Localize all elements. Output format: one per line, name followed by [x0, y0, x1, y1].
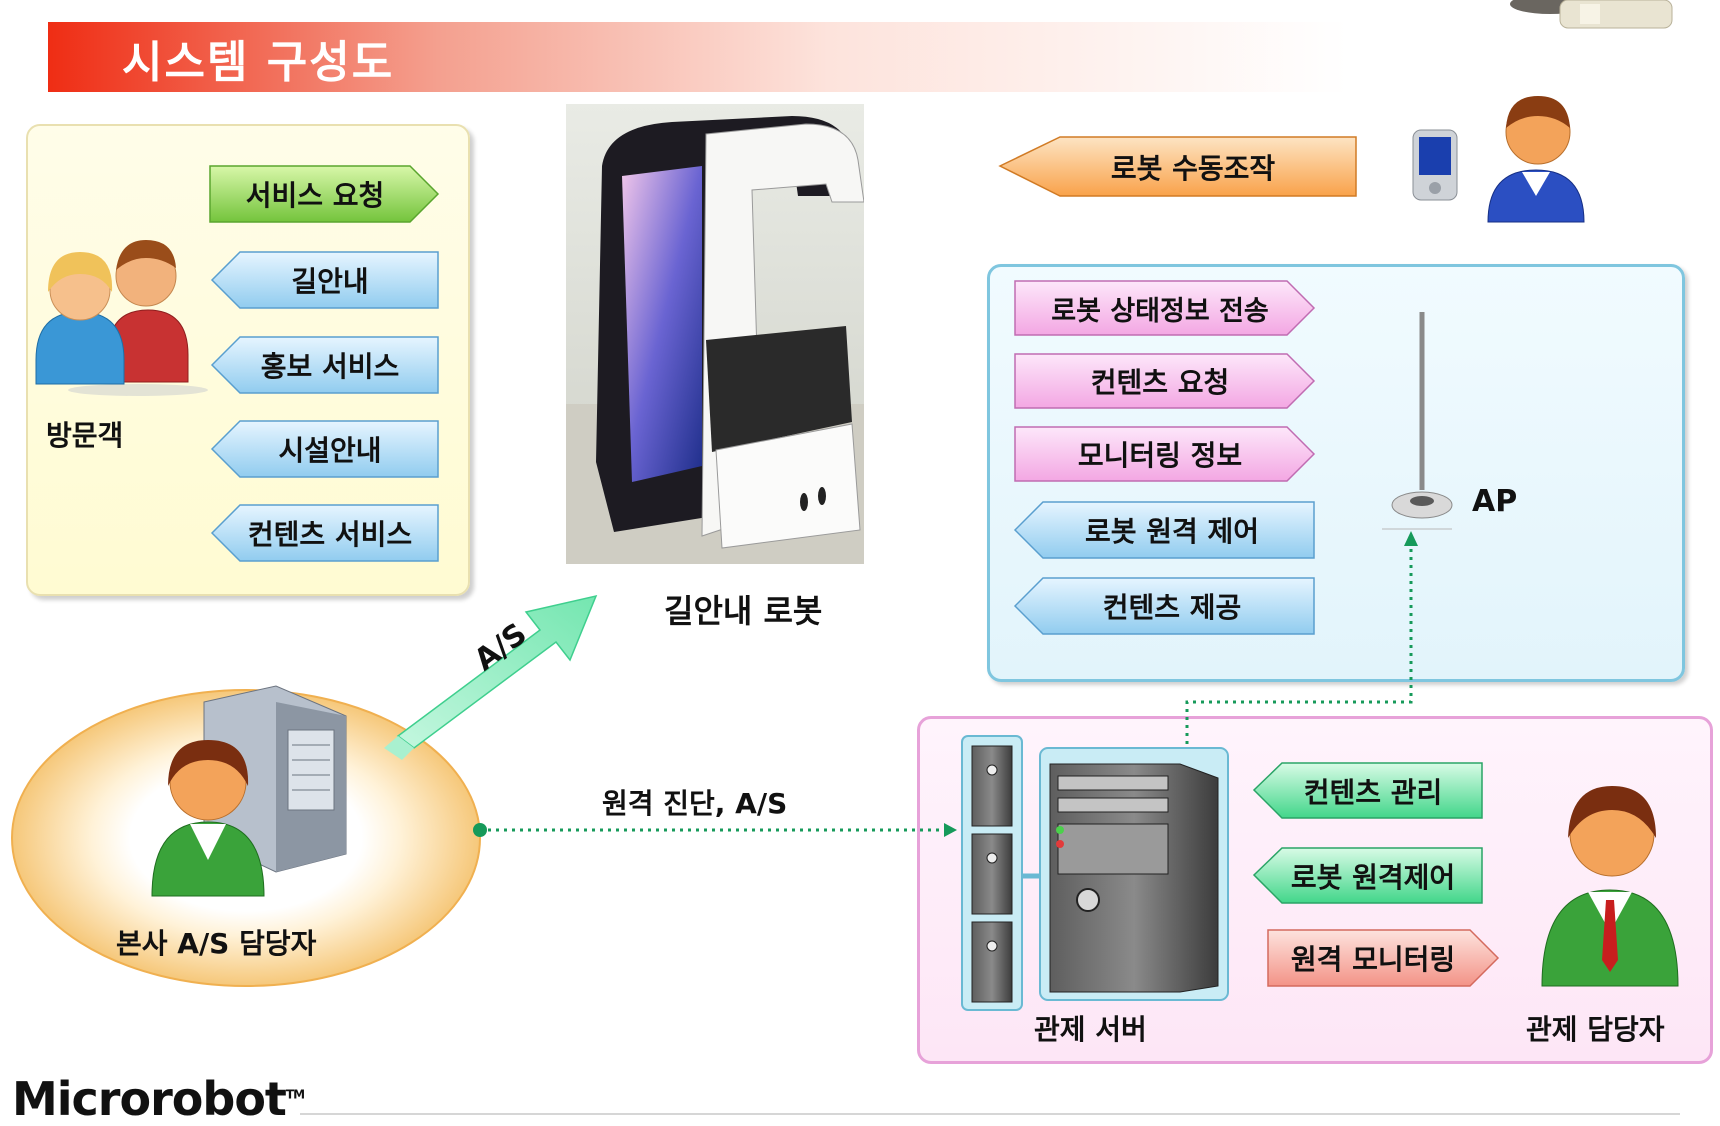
- arrow-robot-remote-control: [1252, 847, 1483, 904]
- ap-antenna-icon: [1382, 312, 1453, 530]
- logo-tm: TM: [285, 1087, 305, 1102]
- arrow-promo: [210, 336, 439, 394]
- arrow-content-request: [1014, 353, 1316, 409]
- label-remote-control: 로봇 원격 제어: [1084, 515, 1260, 548]
- arrow-guide: [210, 251, 439, 309]
- arrow-facility: [210, 420, 439, 478]
- robot-label: 길안내 로봇: [664, 592, 823, 630]
- remote-operator-icon: [1487, 96, 1585, 223]
- label-promo: 홍보 서비스: [260, 350, 400, 383]
- label-service-request: 서비스 요청: [245, 179, 385, 212]
- control-operator-icon: [1541, 786, 1679, 987]
- ap-label: AP: [1472, 484, 1518, 519]
- label-manual-control: 로봇 수동조작: [1110, 151, 1276, 185]
- visitor-label: 방문객: [46, 419, 124, 452]
- label-content-service: 컨텐츠 서비스: [247, 518, 413, 551]
- remote-diagnostic-label: 원격 진단, A/S: [602, 787, 788, 820]
- arrow-manual-control: [998, 136, 1357, 197]
- label-guide: 길안내: [291, 265, 369, 298]
- arrow-remote-monitoring: [1267, 929, 1500, 987]
- label-content-provide: 컨텐츠 제공: [1102, 591, 1242, 624]
- arrow-status-transmit: [1014, 280, 1316, 336]
- label-robot-remote-control: 로봇 원격제어: [1290, 860, 1456, 894]
- label-content-request: 컨텐츠 요청: [1090, 366, 1230, 399]
- hq-operator-icon: [151, 740, 265, 897]
- footer-divider: [300, 1113, 1680, 1115]
- label-facility: 시설안내: [278, 434, 382, 467]
- arrow-remote-control: [1013, 501, 1315, 559]
- page-title: 시스템 구성도: [122, 37, 395, 88]
- corner-device-image: [1490, 0, 1680, 30]
- label-status-transmit: 로봇 상태정보 전송: [1051, 295, 1269, 327]
- logo-text: Microrobot: [12, 1072, 287, 1126]
- server-rack-icon: [961, 735, 1229, 1011]
- hq-server-icon: [203, 685, 347, 873]
- server-label: 관제 서버: [1034, 1013, 1147, 1046]
- control-operator-label: 관제 담당자: [1526, 1013, 1665, 1046]
- label-remote-monitoring: 원격 모니터링: [1290, 943, 1456, 976]
- arrow-content-service: [210, 504, 439, 562]
- server-ap-connector: [1185, 540, 1413, 760]
- arrow-monitoring-info: [1014, 426, 1316, 482]
- label-monitoring-info: 모니터링 정보: [1077, 439, 1243, 472]
- visitors-icon: [35, 240, 208, 396]
- pda-icon: [1412, 129, 1458, 201]
- title-bar: [48, 22, 1348, 92]
- label-content-management: 컨텐츠 관리: [1303, 775, 1443, 809]
- company-logo: MicrorobotTM: [12, 1072, 305, 1126]
- robot-photo: [566, 104, 864, 564]
- as-arrow: [384, 594, 598, 760]
- arrow-service-request: [209, 165, 440, 223]
- hq-label: 본사 A/S 담당자: [116, 927, 317, 960]
- arrow-content-management: [1252, 762, 1483, 819]
- arrow-content-provide: [1013, 577, 1315, 635]
